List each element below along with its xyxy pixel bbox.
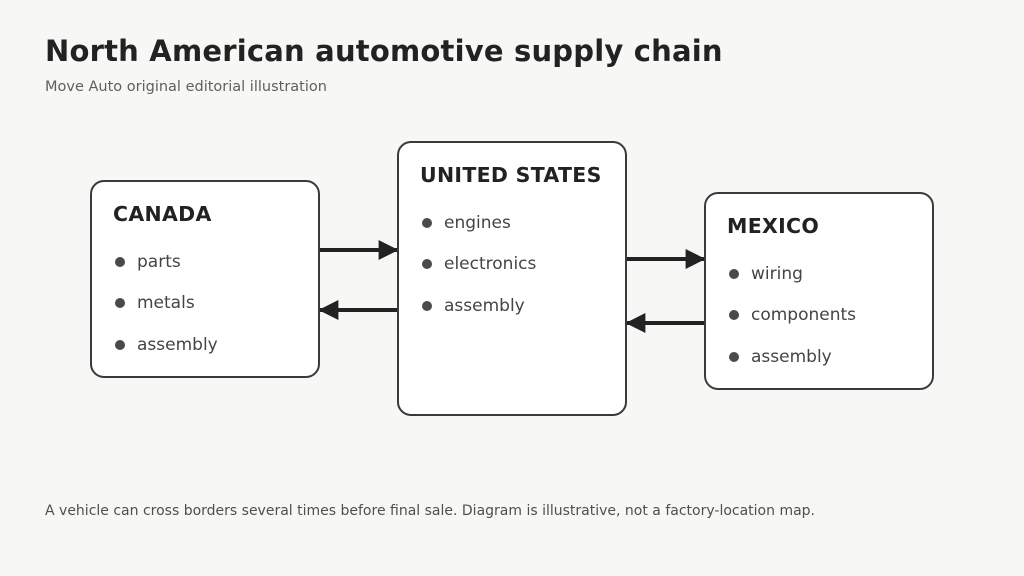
bullet-icon — [115, 257, 125, 267]
united-states-item: electronics — [422, 253, 536, 275]
canada-item-label: metals — [137, 293, 195, 313]
mexico-item-label: wiring — [751, 264, 803, 284]
mexico-item: wiring — [729, 263, 803, 285]
bullet-icon — [729, 269, 739, 279]
united-states-item-label: assembly — [444, 296, 525, 316]
united-states-box: UNITED STATES engines electronics assemb… — [397, 141, 627, 416]
canada-item-label: assembly — [137, 335, 218, 355]
bullet-icon — [729, 352, 739, 362]
united-states-item-label: engines — [444, 213, 511, 233]
bullet-icon — [422, 218, 432, 228]
bullet-icon — [422, 259, 432, 269]
canada-item-label: parts — [137, 252, 181, 272]
mexico-title: MEXICO — [727, 214, 820, 238]
united-states-title: UNITED STATES — [420, 163, 602, 187]
bullet-icon — [115, 298, 125, 308]
canada-item: metals — [115, 292, 195, 314]
mexico-item: components — [729, 304, 856, 326]
canada-item: assembly — [115, 334, 218, 356]
mexico-item-label: assembly — [751, 347, 832, 367]
united-states-item-label: electronics — [444, 254, 537, 274]
canada-title: CANADA — [113, 202, 212, 226]
canada-box: CANADA parts metals assembly — [90, 180, 320, 378]
page-title: North American automotive supply chain — [45, 34, 723, 68]
united-states-item: engines — [422, 212, 511, 234]
mexico-item: assembly — [729, 346, 832, 368]
mexico-item-label: components — [751, 305, 857, 325]
page-subtitle: Move Auto original editorial illustratio… — [45, 79, 327, 95]
canada-item: parts — [115, 251, 181, 273]
mexico-box: MEXICO wiring components assembly — [704, 192, 934, 390]
footnote: A vehicle can cross borders several time… — [45, 503, 815, 519]
bullet-icon — [115, 340, 125, 350]
bullet-icon — [422, 301, 432, 311]
bullet-icon — [729, 310, 739, 320]
united-states-item: assembly — [422, 295, 525, 317]
